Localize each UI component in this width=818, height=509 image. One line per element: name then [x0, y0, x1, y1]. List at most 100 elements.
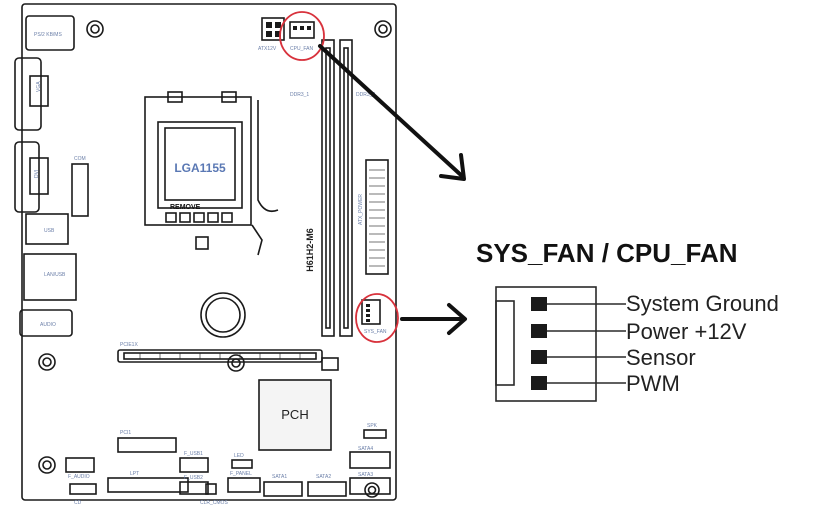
f-usb2-header	[179, 481, 209, 495]
pcie-slot	[117, 349, 323, 363]
pin-label-sensor: Sensor	[626, 345, 696, 370]
mounting-hole	[227, 354, 245, 372]
sata2-port	[307, 481, 347, 497]
pin-3-sensor	[531, 350, 547, 364]
f-usb1-header	[179, 457, 209, 473]
label-vga: VGA	[36, 81, 42, 92]
pcie-latch	[321, 357, 339, 371]
label-atx12v: ATX12V	[258, 46, 277, 52]
com-header	[71, 163, 89, 217]
label-sata3: SATA3	[358, 472, 373, 478]
socket-tab	[167, 91, 183, 103]
lpt-header	[107, 477, 189, 493]
mounting-hole	[90, 24, 100, 34]
label-usb: USB	[44, 228, 55, 234]
dimm-slot-1-inner	[325, 47, 331, 329]
board-outline	[21, 3, 397, 501]
label-ddr2: DDR3_2	[356, 92, 375, 98]
label-dvi: DVI	[34, 170, 40, 178]
atx-power-connector	[365, 159, 389, 275]
connector-diagram	[495, 286, 597, 402]
cd-header	[69, 483, 97, 495]
label-cpu-fan: CPU_FAN	[290, 46, 313, 52]
label-led: LED	[234, 453, 244, 459]
mounting-hole	[42, 460, 52, 470]
label-f-usb1: F_USB1	[184, 451, 203, 457]
socket-tab	[179, 212, 191, 223]
lan-port	[23, 253, 77, 301]
ps2-port	[25, 15, 75, 51]
label-audio: AUDIO	[40, 322, 56, 328]
connector-pins	[531, 297, 547, 390]
chipset-label: PCH	[281, 407, 308, 422]
label-pcie: PCIE1X	[120, 342, 138, 348]
label-ddr1: DDR3_1	[290, 92, 309, 98]
socket-tab	[221, 91, 237, 103]
mounting-hole	[42, 357, 52, 367]
cmos-battery-inner	[205, 297, 241, 333]
cpu-retention-frame	[144, 96, 252, 226]
mounting-hole	[367, 485, 377, 495]
dvi-port	[14, 141, 40, 213]
clr-cmos-jumper	[205, 483, 217, 495]
label-kbms: PS/2 KB/MS	[34, 32, 62, 38]
pin-label-pwm: PWM	[626, 371, 680, 396]
mounting-hole	[378, 24, 388, 34]
label-f-audio: F_AUDIO	[68, 474, 90, 480]
connector-title: SYS_FAN / CPU_FAN	[476, 238, 738, 268]
mounting-hole	[86, 20, 104, 38]
model-label: H61H2-M6	[305, 228, 315, 272]
vga-port	[14, 57, 42, 131]
pin-2-power	[531, 324, 547, 338]
dimm-slot-1	[321, 39, 335, 337]
pci-header	[117, 437, 177, 453]
label-pci: PCI1	[120, 430, 131, 436]
label-sata1: SATA1	[272, 474, 287, 480]
dimm-slot-2	[339, 39, 353, 337]
remove-label: REMOVE	[170, 204, 201, 211]
mounting-hole	[374, 20, 392, 38]
label-sata4: SATA4	[358, 446, 373, 452]
retention-lever	[257, 100, 279, 213]
pin-1-ground	[531, 297, 547, 311]
mounting-hole	[38, 456, 56, 474]
label-lan-usb: LAN/USB	[44, 272, 66, 278]
socket-label: LGA1155	[174, 161, 226, 175]
arrow-head-sys-fan	[447, 303, 467, 335]
pin-4-pwm	[531, 376, 547, 390]
label-spk: SPK	[367, 423, 378, 429]
pointer-arrows	[318, 44, 467, 335]
dvi-port-inner	[29, 157, 49, 195]
arrow-from-cpu-fan	[318, 44, 464, 178]
mounting-hole	[364, 482, 380, 498]
socket-tab	[221, 212, 233, 223]
label-sys-fan: SYS_FAN	[364, 329, 387, 335]
pin-label-system-ground: System Ground	[626, 291, 779, 316]
cpu-socket-inner	[164, 127, 236, 201]
label-lpt: LPT	[130, 471, 139, 477]
label-f-panel: F_PANEL	[230, 471, 252, 477]
sata3-port	[349, 477, 391, 495]
pin-label-power-12v: Power +12V	[626, 319, 747, 344]
audio-port	[19, 309, 73, 337]
label-clr-cmos: CLR_CMOS	[200, 500, 228, 506]
arrow-head-cpu-fan	[439, 153, 466, 181]
cpu-socket	[157, 121, 243, 209]
pin-leader-lines	[547, 303, 626, 384]
f-panel-header	[227, 477, 261, 493]
sys-fan-header	[361, 299, 381, 325]
label-cd: CD	[74, 500, 82, 506]
cpu-fan-highlight-circle	[279, 11, 325, 61]
mounting-hole	[38, 353, 56, 371]
cmos-battery	[200, 292, 246, 338]
label-f-usb2: F_USB2	[184, 475, 203, 481]
retention-lever	[251, 224, 263, 256]
mounting-hole	[231, 358, 241, 368]
pcie-slot-fins	[139, 353, 301, 359]
spk-header	[363, 429, 387, 439]
f-audio-header	[65, 457, 95, 473]
socket-tab	[165, 212, 177, 223]
sata4-port	[349, 451, 391, 469]
led-header	[231, 459, 253, 469]
